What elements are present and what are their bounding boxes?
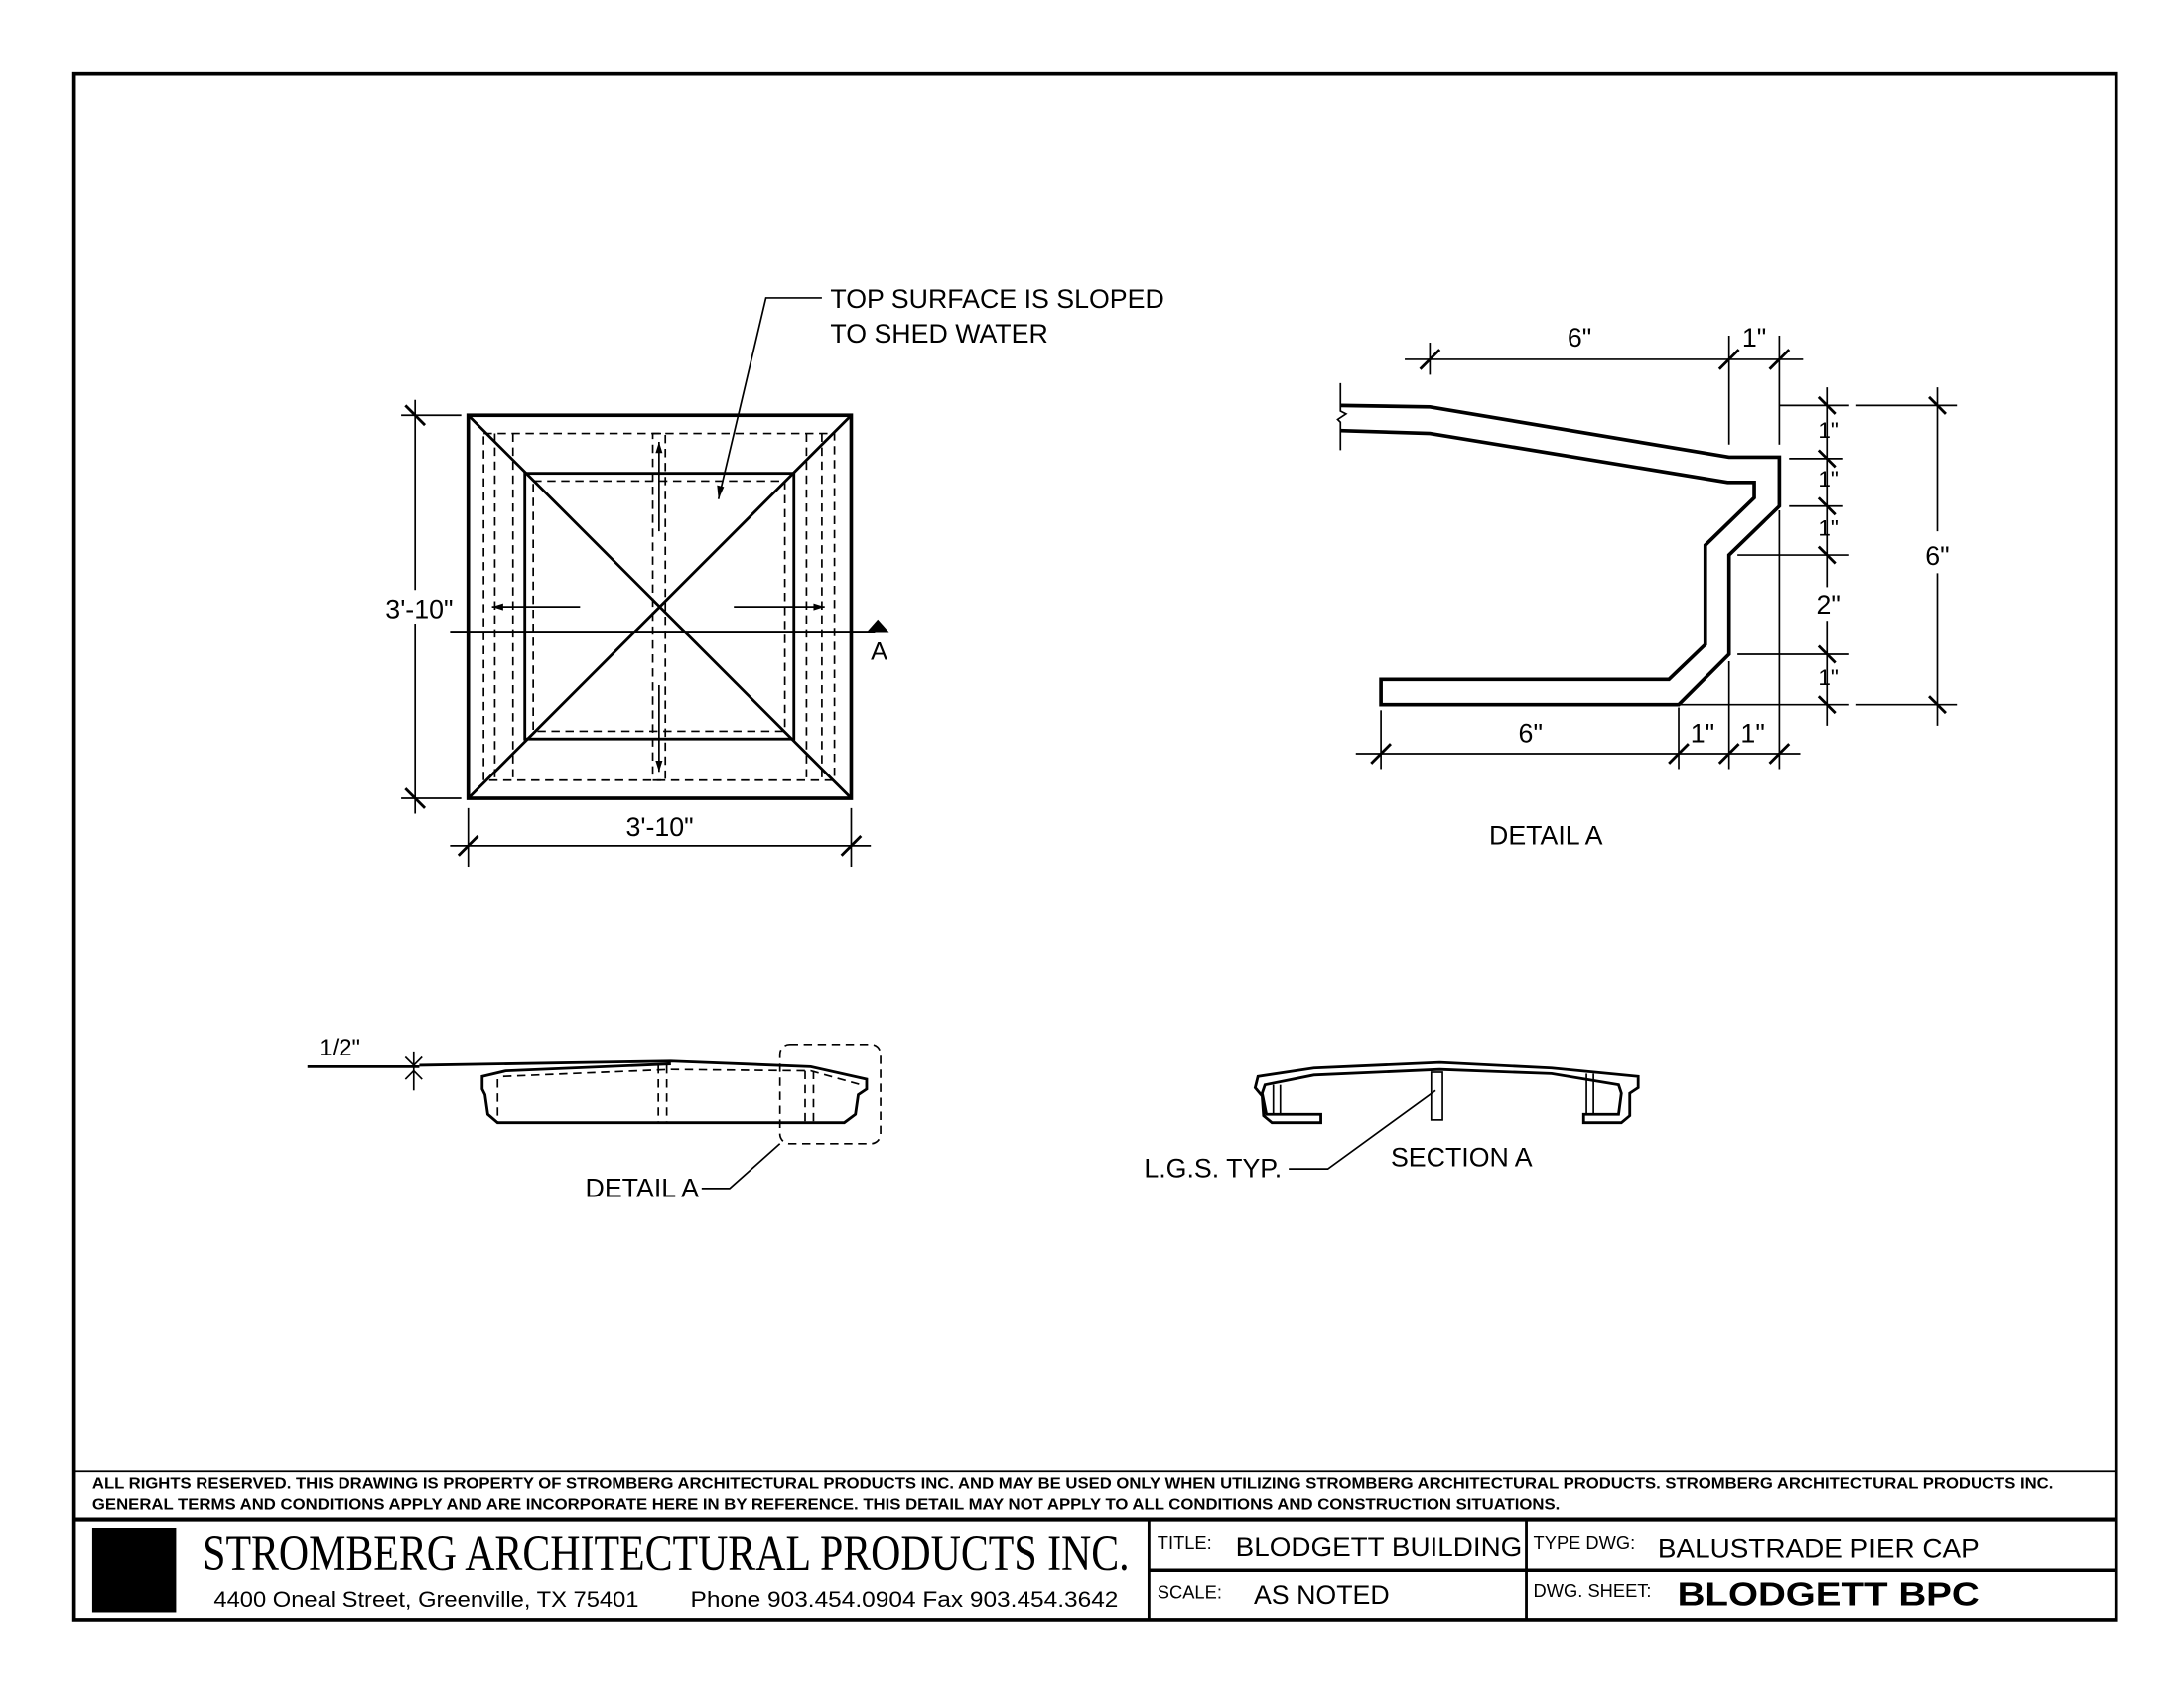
- slope-note-line2: TO SHED WATER: [830, 319, 1047, 349]
- dwg-sheet-label: DWG. SHEET:: [1534, 1580, 1652, 1601]
- detail-a-title: DETAIL A: [1489, 820, 1603, 850]
- plan-diagonal: [467, 414, 853, 800]
- plan-height-dimension: 3'-10": [385, 594, 453, 624]
- disclaimer-line2: GENERAL TERMS AND CONDITIONS APPLY AND A…: [92, 1497, 1560, 1514]
- company-name: STROMBERG ARCHITECTURAL PRODUCTS INC.: [203, 1525, 1130, 1581]
- detail-a-callout: DETAIL A: [586, 1173, 700, 1202]
- detail-bottom-dim-1a: 1": [1691, 719, 1714, 749]
- section-marker-label: A: [871, 638, 887, 666]
- company-address: 4400 Oneal Street, Greenville, TX 75401: [213, 1587, 638, 1612]
- plan-view: A TOP SURFACE IS SLOPED TO SHED WATER 3'…: [379, 284, 1164, 868]
- elevation-profile: [419, 1059, 869, 1125]
- detail-bottom-dim-6: 6": [1519, 719, 1543, 749]
- detail-right-dim-2: 1": [1818, 467, 1839, 492]
- stud: [1430, 1071, 1443, 1121]
- detail-a: 6" 1" 6" 1" 1" 1" 1" 1" 2" 1": [1336, 323, 1958, 850]
- section-a-view: L.G.S. TYP. SECTION A: [1144, 1060, 1640, 1184]
- callout-leader: [701, 1143, 781, 1190]
- dimension-width: 3'-10": [450, 807, 872, 868]
- dwg-sheet-value: BLODGETT BPC: [1678, 1575, 1979, 1613]
- note-leader: [717, 297, 822, 499]
- slope-arrows: [491, 441, 825, 773]
- lgs-leader: [1289, 1089, 1436, 1170]
- type-dwg-value: BALUSTRADE PIER CAP: [1658, 1534, 1979, 1564]
- detail-right-dim-3: 1": [1818, 515, 1839, 540]
- sheet-border: [71, 71, 2118, 1622]
- elevation-dim-half: 1/2": [319, 1035, 360, 1061]
- detail-top-dim-1: 1": [1742, 323, 1766, 352]
- break-line-icon: [1336, 382, 1348, 451]
- detail-right-dim-5: 1": [1818, 665, 1839, 690]
- disclaimer-line1: ALL RIGHTS RESERVED. THIS DRAWING IS PRO…: [92, 1477, 2053, 1493]
- hidden-stud: [651, 432, 667, 781]
- detail-right-dim-1: 1": [1818, 418, 1839, 443]
- scale-label: SCALE:: [1158, 1581, 1222, 1602]
- title-label: TITLE:: [1158, 1532, 1212, 1553]
- elevation-view: 1/2" DETAIL A: [307, 1035, 882, 1202]
- title-value: BLODGETT BUILDING: [1236, 1532, 1523, 1562]
- title-block: STROMBERG ARCHITECTURAL PRODUCTS INC. 44…: [73, 1517, 2116, 1620]
- company-logo: [91, 1528, 177, 1613]
- detail-right-dim-4: 2": [1816, 590, 1840, 620]
- company-phone-fax: Phone 903.454.0904 Fax 903.454.3642: [691, 1587, 1119, 1612]
- section-a-title: SECTION A: [1391, 1142, 1533, 1172]
- cap-profile: [1340, 403, 1782, 707]
- plan-outer-edge: [466, 413, 854, 800]
- detail-overall-dim: 6": [1925, 541, 1949, 571]
- detail-top-dim-6: 6": [1568, 323, 1591, 352]
- section-profile: [1253, 1060, 1640, 1125]
- dimension-height: 3'-10": [379, 399, 462, 814]
- slope-note-line1: TOP SURFACE IS SLOPED: [830, 284, 1163, 314]
- section-marker-icon: [866, 619, 889, 633]
- detail-a-callout-box: [778, 1043, 882, 1145]
- type-dwg-label: TYPE DWG:: [1534, 1532, 1636, 1553]
- plan-width-dimension: 3'-10": [625, 812, 693, 842]
- detail-bottom-dim-1b: 1": [1740, 719, 1764, 749]
- scale-value: AS NOTED: [1254, 1580, 1390, 1610]
- lgs-label: L.G.S. TYP.: [1144, 1154, 1282, 1184]
